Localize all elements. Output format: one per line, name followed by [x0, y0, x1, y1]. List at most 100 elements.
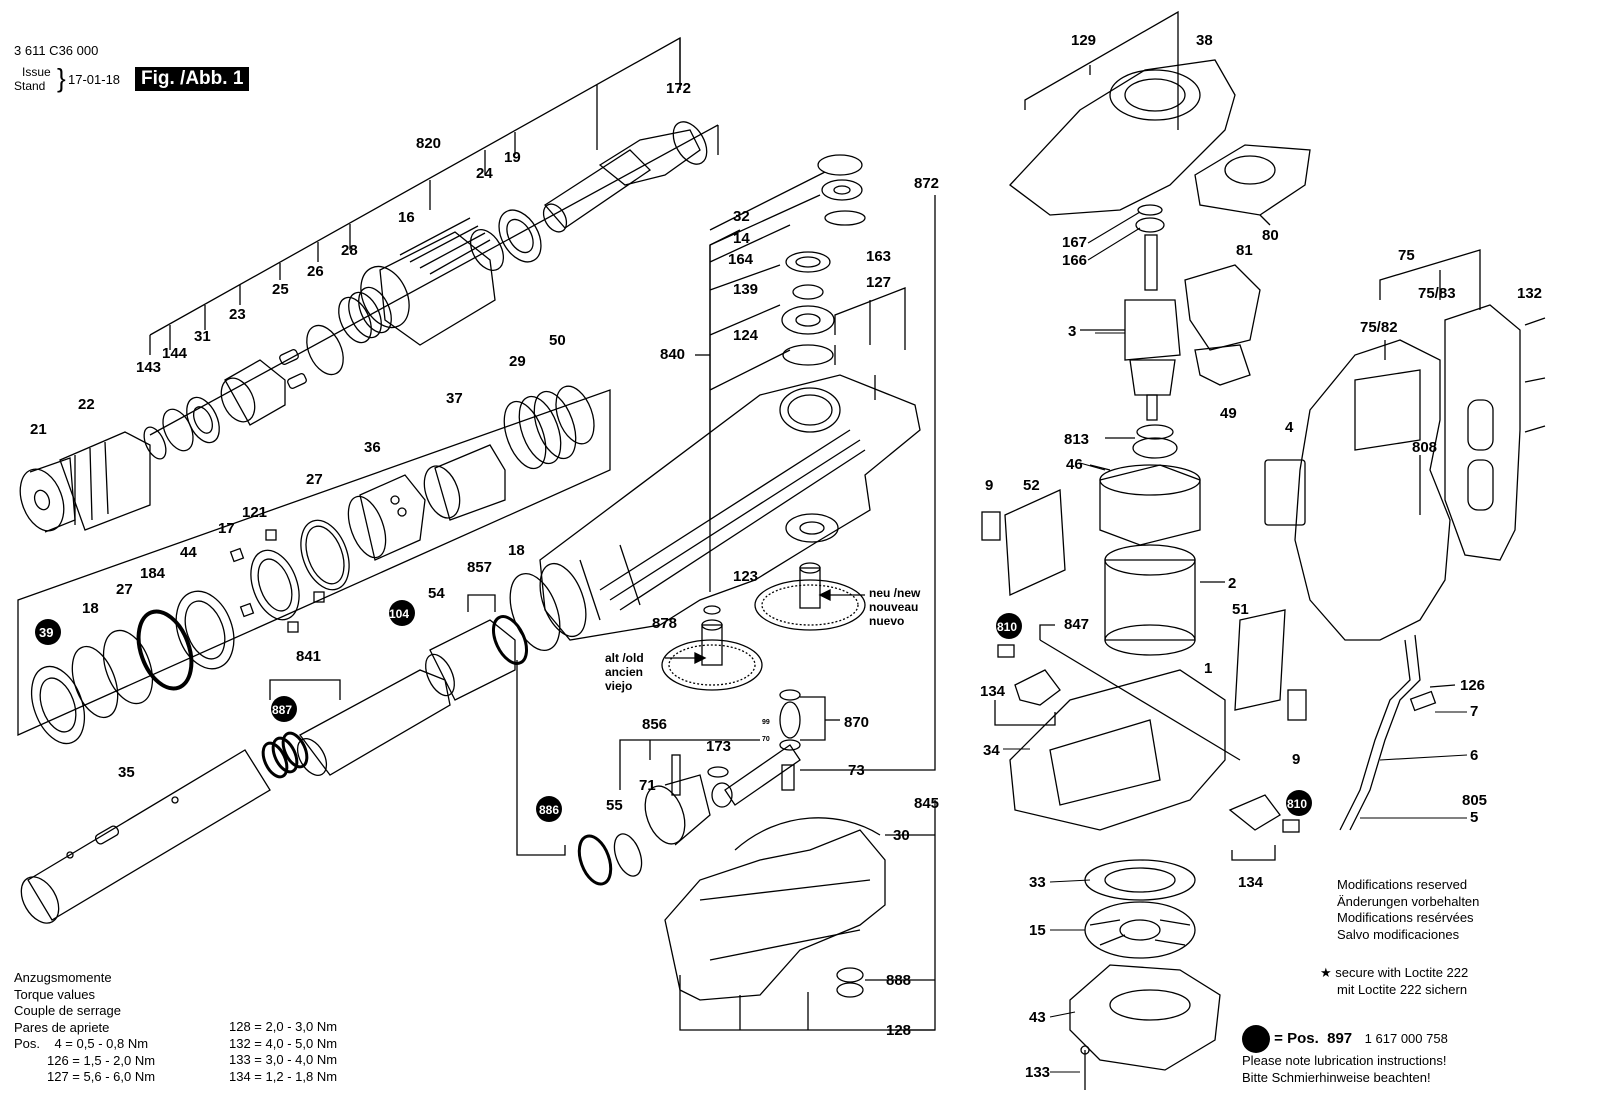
label-134: 134: [980, 683, 1006, 700]
part-14-bearing: [821, 179, 863, 201]
part-888-washer: [836, 967, 864, 983]
gear-new-line2: nouveau: [869, 600, 918, 614]
torque-column-right: 128 = 2,0 - 3,0 Nm 132 = 4,0 - 5,0 Nm 13…: [229, 1019, 337, 1085]
part-3-armature: [1124, 234, 1181, 421]
part-6-cable: [1349, 634, 1421, 831]
part-21-endcap: [19, 457, 76, 533]
label-127: 127: [866, 274, 891, 291]
gear-new-line1: neu /new: [869, 586, 921, 600]
part-71-pin: [671, 754, 681, 796]
label-34: 34: [983, 742, 1000, 759]
label-144: 144: [162, 345, 188, 362]
label-813: 813: [1064, 431, 1089, 448]
label-4: 4: [1285, 419, 1294, 436]
gear-old-line3: viejo: [605, 679, 632, 693]
part-856-piston: [644, 774, 711, 846]
label-887: 887: [272, 703, 292, 717]
label-25: 25: [272, 281, 289, 298]
part-43-cover: [1069, 964, 1221, 1071]
label-26: 26: [307, 263, 324, 280]
part-886-oring: [577, 834, 613, 886]
doc-number: 3 611 C36 000: [14, 43, 99, 58]
torque-row: 132 = 4,0 - 5,0 Nm: [229, 1035, 338, 1051]
label-139: 139: [733, 281, 758, 298]
label-845: 845: [914, 795, 939, 812]
label-128: 128: [886, 1022, 911, 1039]
part-spindle-front: [542, 121, 708, 233]
part-44-ring: [175, 590, 235, 670]
label-37: 37: [446, 390, 463, 407]
label-33: 33: [1029, 874, 1046, 891]
label-99: 99: [762, 719, 770, 726]
label-70: 70: [762, 736, 770, 743]
lubrication-note: = Pos. 897 1 617 000 758 Please note lub…: [1242, 1025, 1448, 1086]
label-857: 857: [467, 559, 492, 576]
label-75-82: 75/82: [1360, 319, 1398, 336]
label-30: 30: [893, 827, 910, 844]
label-32: 32: [733, 208, 750, 225]
label-81: 81: [1236, 242, 1253, 259]
label-132: 132: [1517, 285, 1542, 302]
label-3: 3: [1068, 323, 1076, 340]
part-17-pin: [229, 547, 245, 563]
label-71: 71: [639, 777, 656, 794]
part-27-ring: [300, 519, 350, 591]
label-808: 808: [1412, 439, 1437, 456]
issue-date: 17-01-18: [68, 72, 121, 87]
label-805: 805: [1462, 792, 1487, 809]
part-144-ring: [162, 408, 194, 452]
part-32-circlip: [817, 154, 863, 176]
part-50-ring: [555, 385, 595, 445]
label-17: 17: [218, 520, 235, 537]
label-172: 172: [666, 80, 691, 97]
label-55: 55: [606, 797, 623, 814]
part-38-cover: [1009, 59, 1236, 216]
part-81-brushholder: [1184, 264, 1261, 351]
torque-row: 133 = 3,0 - 4,0 Nm: [229, 1052, 338, 1067]
part-840-housing: [539, 374, 921, 641]
label-810b: 810: [1287, 797, 1307, 811]
label-27: 27: [306, 471, 323, 488]
label-129: 129: [1071, 32, 1096, 49]
gear-new-line3: nuevo: [869, 614, 904, 628]
part-164-seal: [785, 251, 831, 273]
part-49-brush: [1194, 344, 1251, 386]
torque-title-es: Pares de apriete: [14, 1019, 110, 1035]
part-23-cap: [224, 359, 286, 426]
part-184-oring: [136, 609, 194, 691]
part-55-clip: [613, 833, 643, 877]
part-39-washer: [30, 665, 86, 745]
part-14b-ring: [824, 210, 866, 226]
part-173-washer: [707, 766, 729, 778]
label-73: 73: [848, 762, 865, 779]
gear-old-line1: alt /old: [605, 651, 644, 665]
label-16: 16: [398, 209, 415, 226]
torque-row: 134 = 1,2 - 1,8 Nm: [229, 1068, 338, 1084]
label-49: 49: [1220, 405, 1237, 422]
label-133: 133: [1025, 1064, 1050, 1081]
part-26-retainer: [306, 324, 344, 376]
part-46-shroud: [1099, 464, 1201, 546]
part-29-spring: [503, 390, 577, 470]
torque-title-en: Torque values: [14, 986, 95, 1002]
figure-label: Fig. /Abb. 1: [135, 67, 250, 91]
label-167: 167: [1062, 234, 1087, 251]
part-121-ring: [250, 529, 325, 633]
torque-row: 127 = 5,6 - 6,0 Nm: [47, 1069, 156, 1084]
torque-values: Anzugsmomente Torque values Couple de se…: [14, 970, 337, 1086]
label-54: 54: [428, 585, 445, 602]
part-22-nose: [59, 431, 151, 531]
torque-title-fr: Couple de serrage: [14, 1003, 121, 1018]
label-870: 870: [844, 714, 869, 731]
part-810-brush: [997, 644, 1015, 658]
part-1-housing: [1009, 669, 1226, 831]
group-box-middle: [17, 389, 611, 737]
label-27b: 27: [116, 581, 133, 598]
part-123-bearing: [785, 513, 839, 543]
part-166-bearing: [1135, 217, 1165, 233]
label-841: 841: [296, 648, 321, 665]
lube-markers: [35, 600, 1312, 822]
label-36: 36: [364, 439, 381, 456]
part-18b-ring: [509, 573, 561, 651]
gear-old-line2: ancien: [605, 665, 643, 679]
